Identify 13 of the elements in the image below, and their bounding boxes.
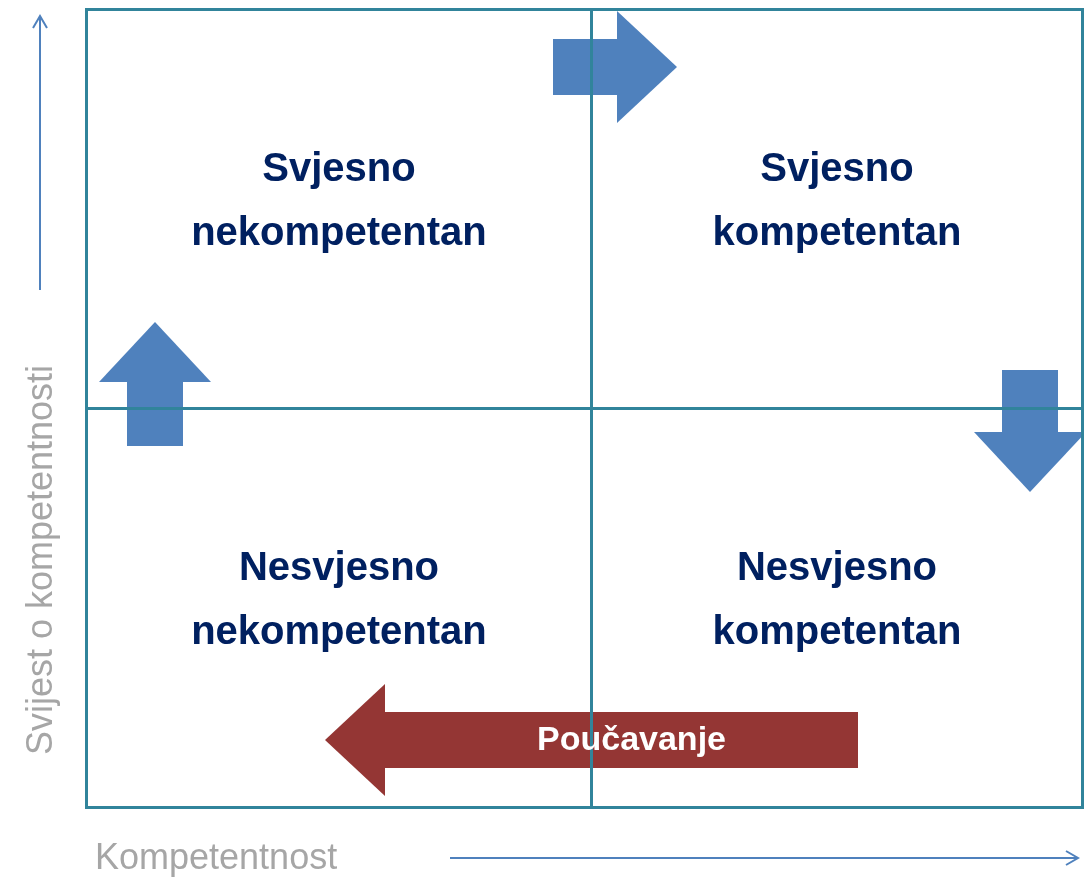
quadrant-box — [590, 8, 1084, 410]
edge-label: Poučavanje — [537, 719, 726, 758]
quadrant-label: Svjesno kompetentan — [711, 144, 963, 255]
axis-label: Svijest o kompetentnosti — [19, 364, 61, 756]
quadrant-box — [85, 8, 593, 410]
block-arrow — [325, 684, 858, 796]
quadrant-label: Svjesno nekompetentan — [190, 144, 488, 255]
quadrant-label: Nesvjesno nekompetentan — [190, 543, 488, 654]
quadrant-label: Nesvjesno kompetentan — [711, 543, 963, 654]
axis-label: Kompetentnost — [95, 836, 338, 878]
block-arrow — [553, 11, 677, 123]
block-arrow — [974, 370, 1084, 492]
block-arrow — [99, 322, 211, 446]
